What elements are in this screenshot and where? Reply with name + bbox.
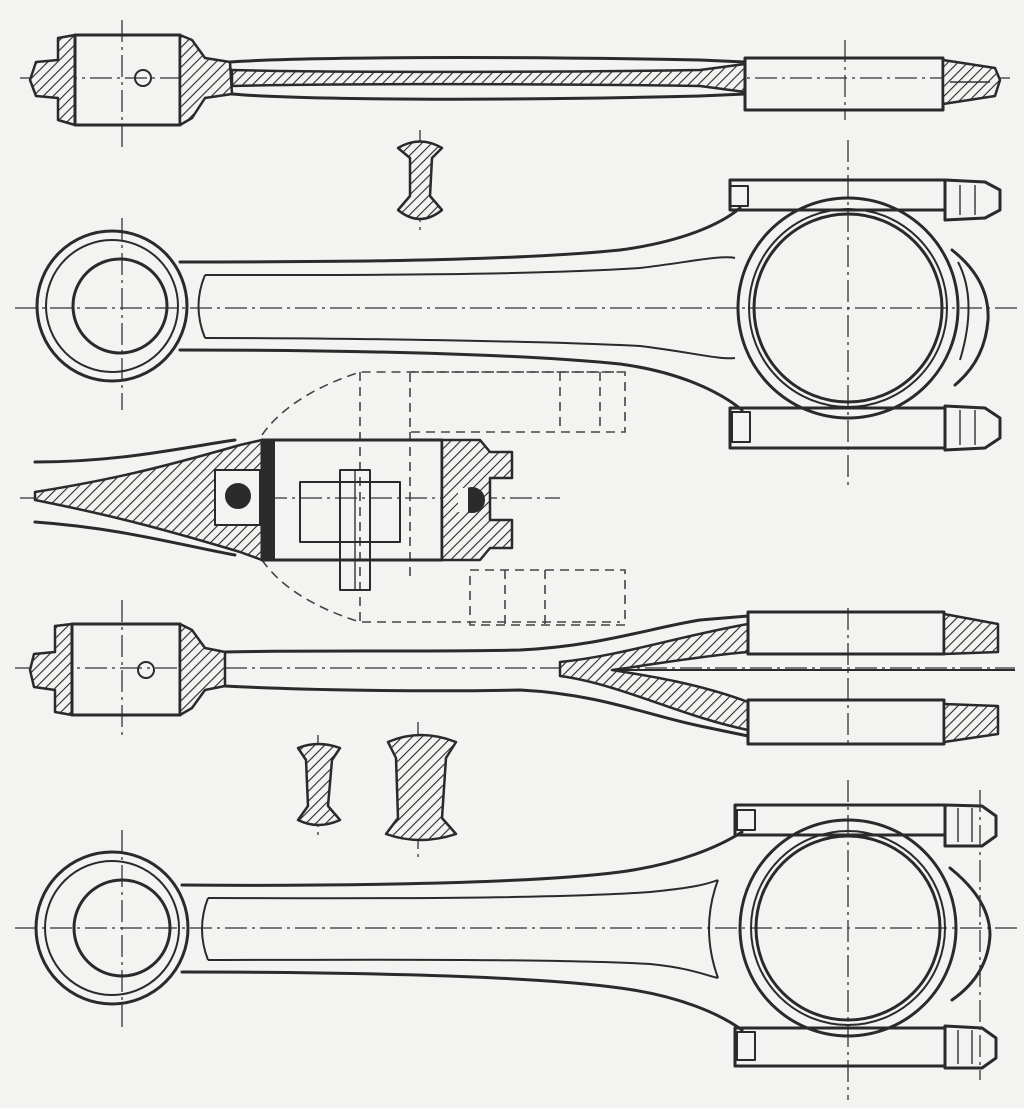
assembly-section-view xyxy=(20,371,626,626)
rod-side-elevation-lower xyxy=(15,780,1020,1100)
rod-cross-section-pair xyxy=(296,722,458,858)
rod-cross-section-small xyxy=(396,130,444,230)
rod-top-section-view xyxy=(20,20,1010,150)
rod-side-elevation-upper xyxy=(15,140,1020,490)
forked-rod-top-section-view xyxy=(15,600,1015,746)
